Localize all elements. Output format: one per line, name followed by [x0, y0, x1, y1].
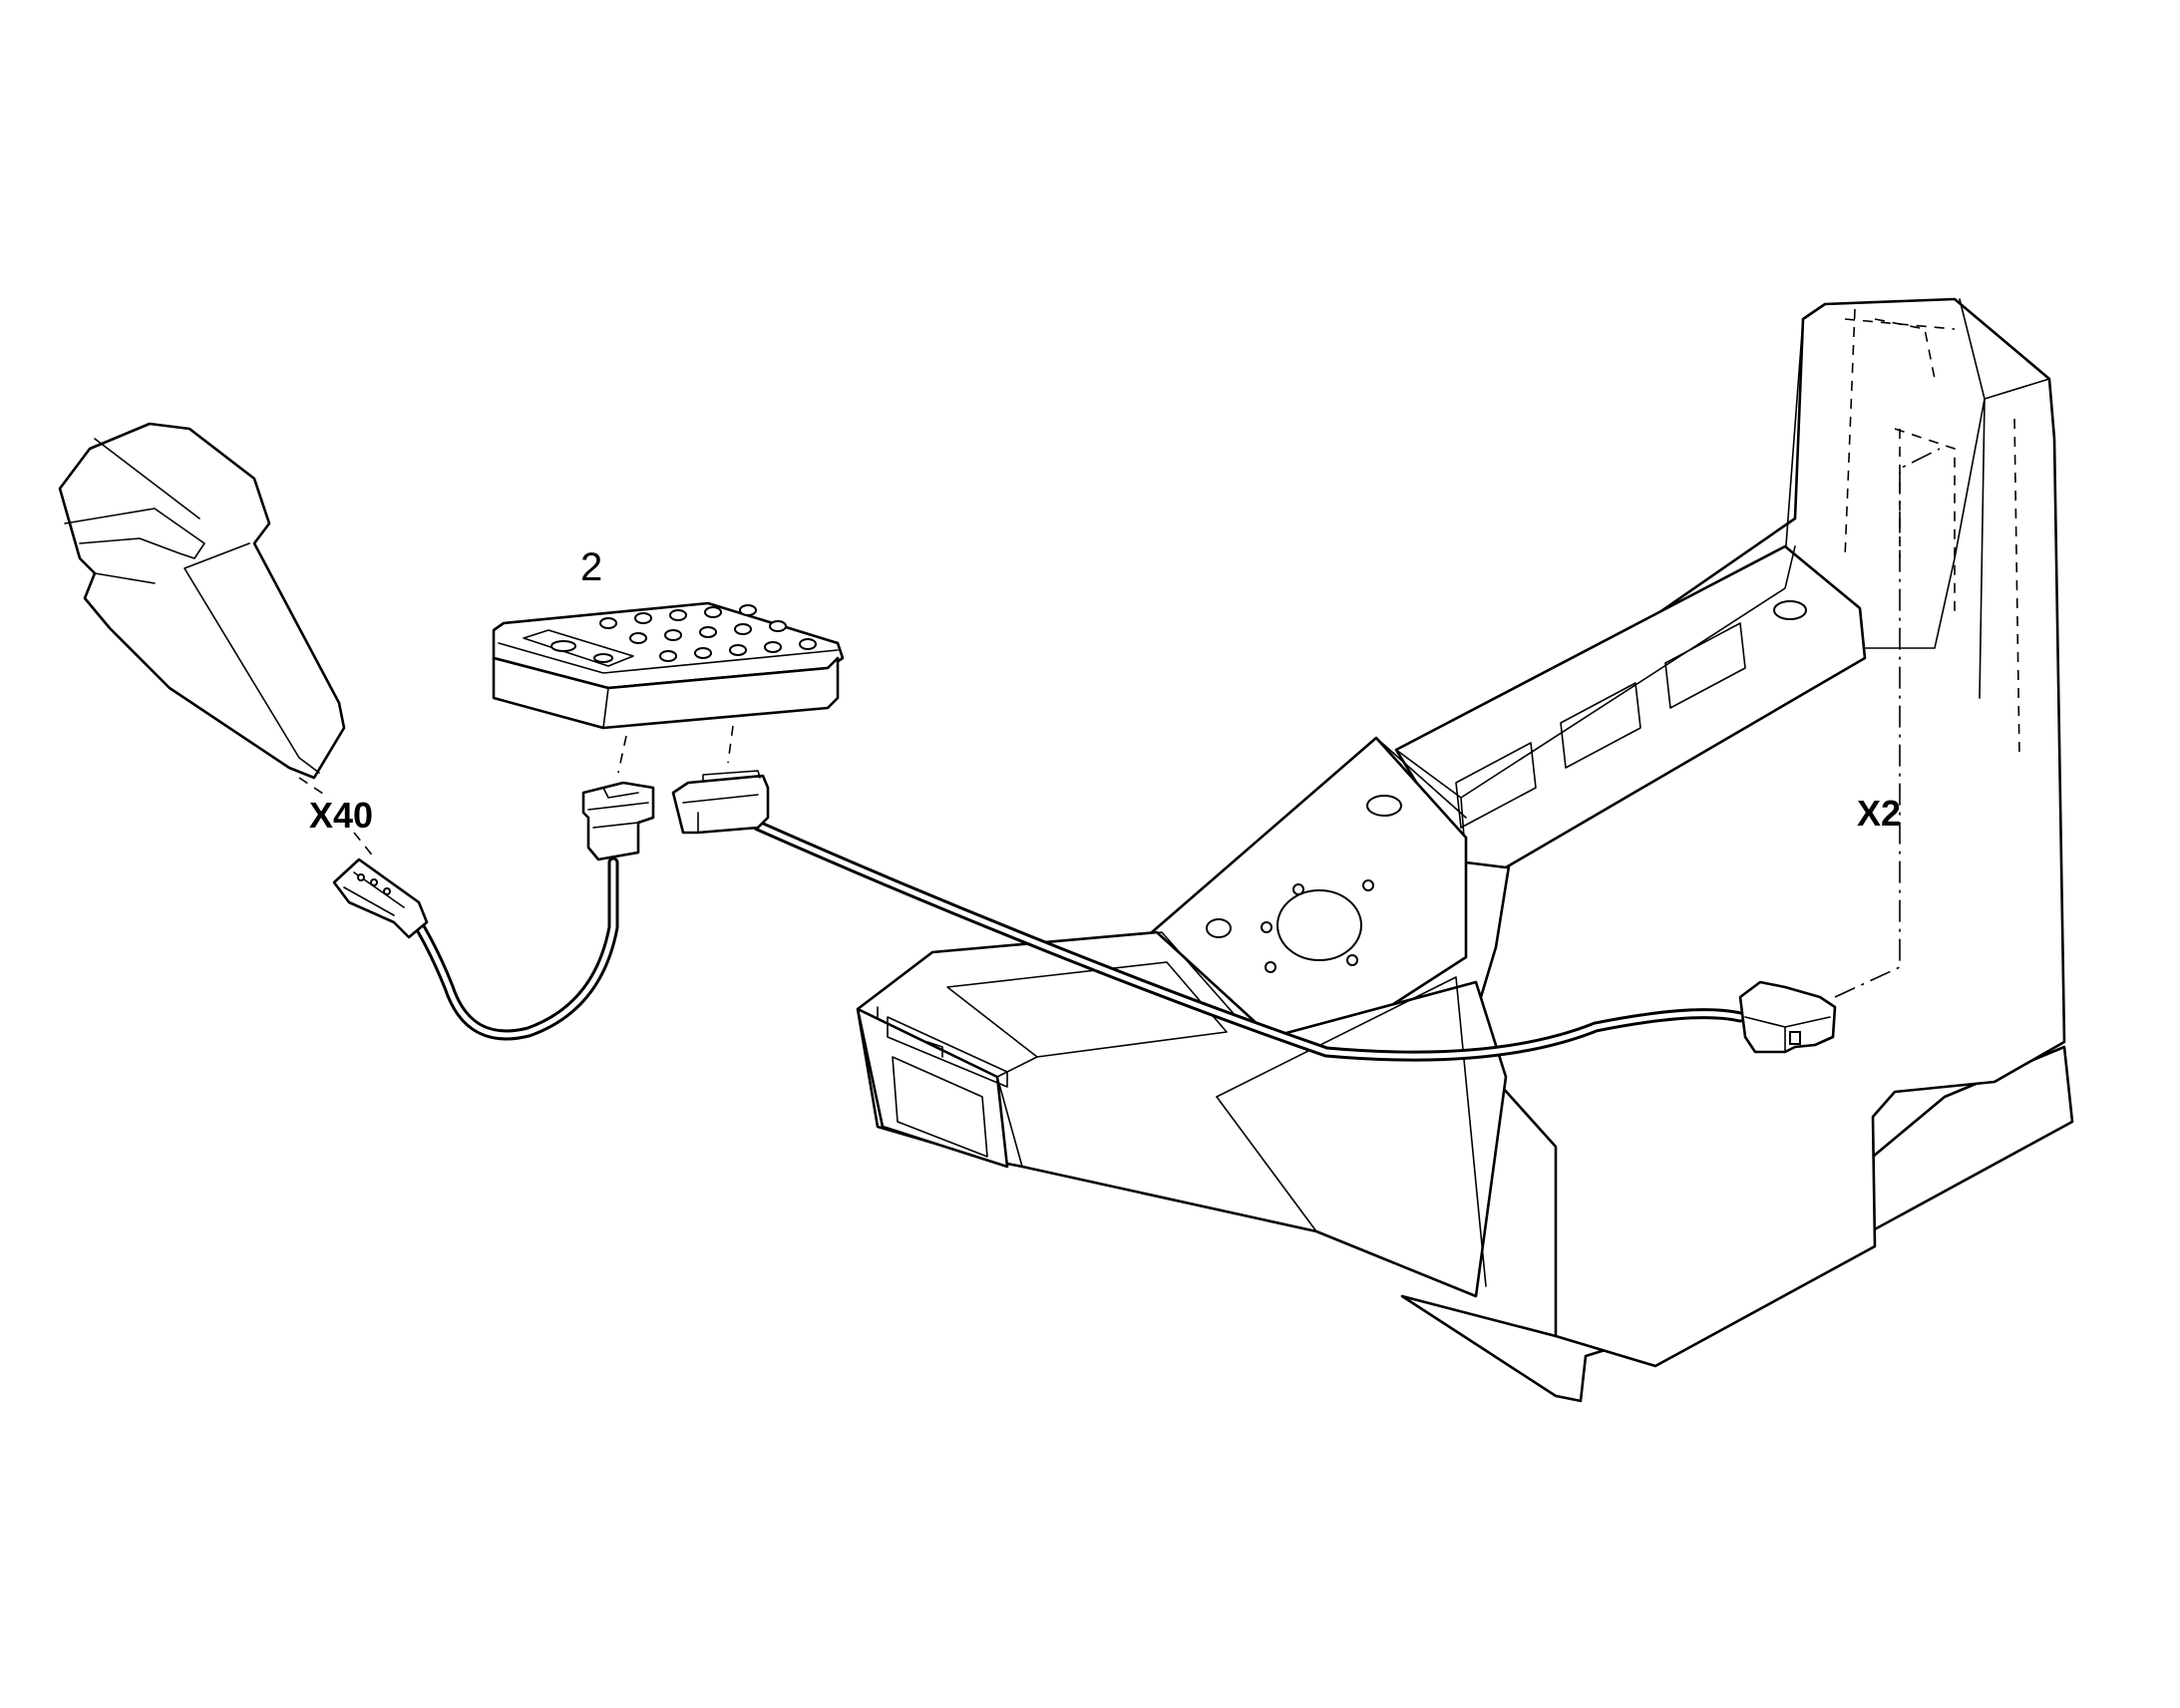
x2-leader-line [1834, 448, 1941, 998]
callout-item-2: 2 [580, 545, 602, 589]
dsub-connector-left [581, 781, 655, 861]
dsub-connector-right [671, 774, 770, 835]
callout-x40: X40 [309, 795, 373, 836]
leader-line [353, 832, 375, 858]
console-body [856, 297, 2074, 1403]
x40-plug [332, 857, 429, 939]
leader-line [727, 725, 734, 764]
callout-x2: X2 [1857, 793, 1901, 834]
harness-x2 [671, 770, 1837, 1062]
harness-x40 [332, 781, 655, 1041]
armrest-cover [58, 422, 346, 780]
leader-line [298, 777, 330, 799]
leader-line [617, 735, 627, 774]
x2-connector [1738, 980, 1837, 1054]
control-panel-item-2 [492, 601, 845, 730]
keypad-keys [599, 604, 817, 662]
